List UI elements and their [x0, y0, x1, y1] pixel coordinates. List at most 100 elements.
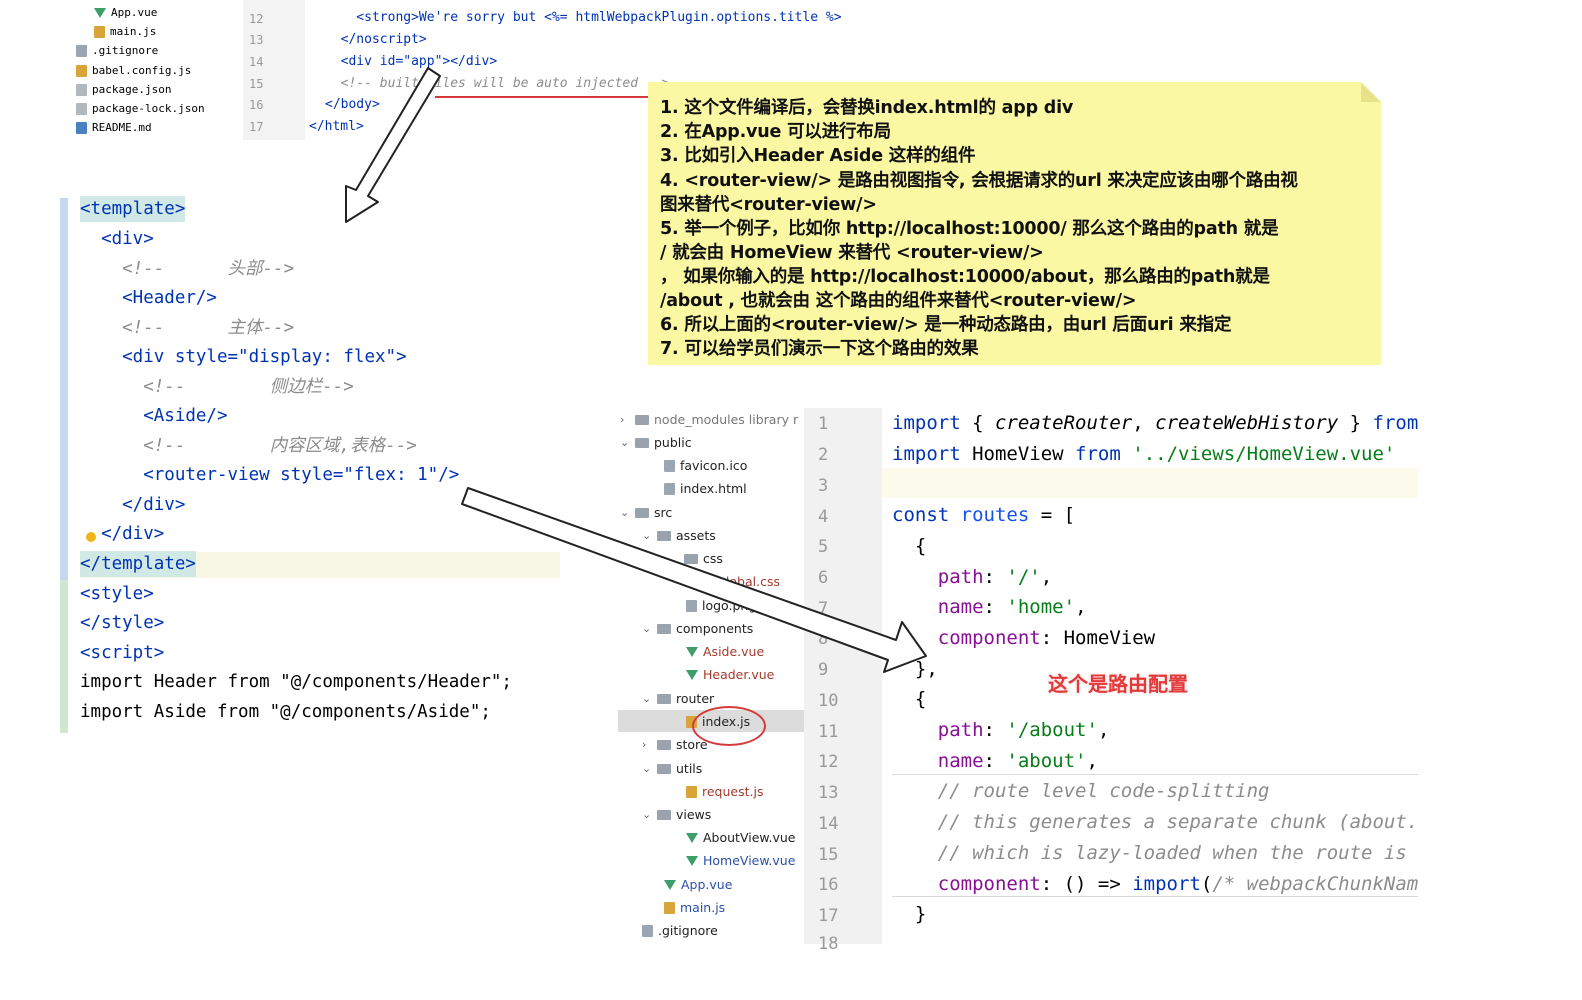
code-line: { — [892, 688, 927, 710]
folder-icon — [635, 414, 649, 425]
tree-favicon[interactable]: favicon.ico — [664, 458, 747, 473]
code-line: // route level code-splitting — [937, 780, 1270, 802]
selection-circle — [692, 706, 766, 746]
vue-icon — [686, 855, 698, 866]
code-line: <Aside/> — [80, 406, 228, 426]
tree-request-js[interactable]: request.js — [686, 784, 763, 799]
folder-icon — [635, 437, 649, 448]
code-line: </template> — [80, 551, 196, 577]
tree-src[interactable]: ⌄src — [620, 505, 673, 520]
code-change-bar-green — [60, 580, 68, 733]
tree-header-vue[interactable]: Header.vue — [686, 667, 774, 682]
chevron-right-icon[interactable]: › — [620, 413, 625, 426]
tree-item-gitignore[interactable]: .gitignore — [76, 44, 158, 57]
tree-item-readme[interactable]: README.md — [76, 121, 152, 134]
tree-main-js[interactable]: main.js — [664, 900, 725, 915]
file-icon — [76, 44, 87, 57]
folder-icon — [657, 623, 671, 634]
note-line: /about , 也就会由 这个路由的组件来替代<router-view/> — [660, 291, 1137, 311]
chevron-right-icon[interactable]: › — [642, 738, 647, 751]
folder-icon — [657, 693, 671, 704]
index-html-code[interactable]: <strong>We're sorry but <%= htmlWebpackP… — [305, 0, 945, 140]
code-line: // this generates a separate chunk (abou… — [937, 811, 1418, 833]
note-line: 6. 所以上面的<router-view/> 是一种动态路由，由url 后面ur… — [660, 315, 1232, 335]
project-tree: ›node_modules library r ⌄public favicon.… — [616, 404, 806, 944]
tree-css[interactable]: css — [684, 551, 723, 566]
js-file-icon — [94, 25, 105, 38]
js-file-icon — [664, 901, 675, 914]
tree-store[interactable]: ›store — [642, 737, 708, 752]
chevron-down-icon[interactable]: ⌄ — [642, 808, 652, 821]
tree-node-modules[interactable]: ›node_modules library r — [620, 412, 799, 427]
code-line: <!-- 内容区域,表格--> — [80, 436, 417, 456]
note-line: 7. 可以给学员们演示一下这个路由的效果 — [660, 339, 979, 359]
code-line: <!-- 主体--> — [80, 318, 295, 338]
note-line: 图来替代<router-view/> — [660, 195, 877, 215]
chevron-down-icon[interactable]: ⌄ — [620, 506, 630, 519]
tree-index-html[interactable]: index.html — [664, 481, 747, 496]
tree-aboutview-vue[interactable]: AboutView.vue — [686, 830, 795, 845]
note-line: ， 如果你输入的是 http://localhost:10000/about，那… — [660, 267, 1270, 287]
tree-components[interactable]: ⌄components — [642, 621, 754, 636]
top-code-gutter: 12 13 14 15 16 17 — [243, 0, 305, 140]
json-file-icon — [76, 83, 87, 96]
tree-public[interactable]: ⌄public — [620, 435, 692, 450]
code-line: <style> — [80, 584, 154, 604]
route-config-annotation: 这个是路由配置 — [1048, 672, 1188, 696]
folder-icon — [635, 507, 649, 518]
chevron-down-icon[interactable]: ⌄ — [642, 622, 652, 635]
line-number: 13 — [818, 783, 839, 803]
tree-gitignore[interactable]: .gitignore — [642, 923, 718, 938]
line-number: 16 — [818, 875, 839, 895]
code-line: </style> — [80, 613, 165, 633]
chevron-down-icon[interactable]: ⌄ — [620, 436, 630, 449]
app-vue-code[interactable]: <template> <div> <!-- 头部--> <Header/> <!… — [72, 196, 572, 736]
code-line: path: '/about', — [937, 719, 1110, 741]
image-file-icon — [664, 459, 675, 472]
tree-utils[interactable]: ⌄utils — [642, 761, 703, 776]
note-line: 4. <router-view/> 是路由视图指令, 会根据请求的url 来决定… — [660, 171, 1298, 191]
current-line-highlight — [882, 468, 1418, 498]
tree-aside-vue[interactable]: Aside.vue — [686, 644, 764, 659]
tree-item-babel-config[interactable]: babel.config.js — [76, 64, 191, 77]
bulb-icon[interactable] — [86, 532, 96, 542]
code-line: const routes = [ — [892, 504, 1076, 526]
router-index-js-code[interactable]: import { createRouter, createWebHistory … — [882, 408, 1418, 944]
line-number: 14 — [818, 814, 839, 834]
tree-item-main-js[interactable]: main.js — [94, 25, 156, 38]
code-line: } — [892, 903, 927, 925]
code-line: <div> — [80, 229, 154, 249]
note-line: / 就会由 HomeView 来替代 <router-view/> — [660, 243, 1044, 263]
arrow-router-view-to-routes — [461, 487, 927, 673]
line-number: 8 — [818, 629, 829, 649]
tree-item-package-lock[interactable]: package-lock.json — [76, 102, 205, 115]
tree-item-package-json[interactable]: package.json — [76, 83, 171, 96]
line-number: 6 — [818, 568, 829, 588]
note-line: 1. 这个文件编译后，会替换index.html的 app div — [660, 98, 1074, 118]
code-change-bar — [60, 198, 68, 733]
tree-assets[interactable]: ⌄assets — [642, 528, 716, 543]
explanation-note: 1. 这个文件编译后，会替换index.html的 app div 2. 在Ap… — [648, 82, 1381, 365]
arrow-index-to-template — [345, 67, 441, 223]
code-line: name: 'home', — [937, 596, 1087, 618]
router-code-gutter — [804, 408, 882, 944]
tree-homeview-vue[interactable]: HomeView.vue — [686, 853, 795, 868]
tree-router[interactable]: ⌄router — [642, 691, 715, 706]
note-line: 3. 比如引入Header Aside 这样的组件 — [660, 146, 976, 166]
chevron-down-icon[interactable]: ⌄ — [642, 762, 652, 775]
code-line: <!-- 头部--> — [80, 259, 295, 279]
tree-views[interactable]: ⌄views — [642, 807, 712, 822]
code-line: <template> — [80, 196, 186, 222]
code-line: name: 'about', — [937, 750, 1098, 772]
chevron-down-icon[interactable]: ⌄ — [642, 692, 652, 705]
code-line: </div> — [80, 524, 165, 544]
tree-item-app-vue[interactable]: App.vue — [94, 6, 157, 19]
tree-app-vue[interactable]: App.vue — [664, 877, 732, 892]
code-line: <strong>We're sorry but <%= htmlWebpackP… — [325, 10, 842, 25]
code-line: </body> — [325, 97, 380, 112]
code-line: <!-- 侧边栏--> — [80, 377, 354, 397]
line-number: 1 — [818, 414, 829, 434]
vue-icon — [686, 832, 698, 843]
folder-icon — [657, 530, 671, 541]
chevron-down-icon[interactable]: ⌄ — [642, 529, 652, 542]
